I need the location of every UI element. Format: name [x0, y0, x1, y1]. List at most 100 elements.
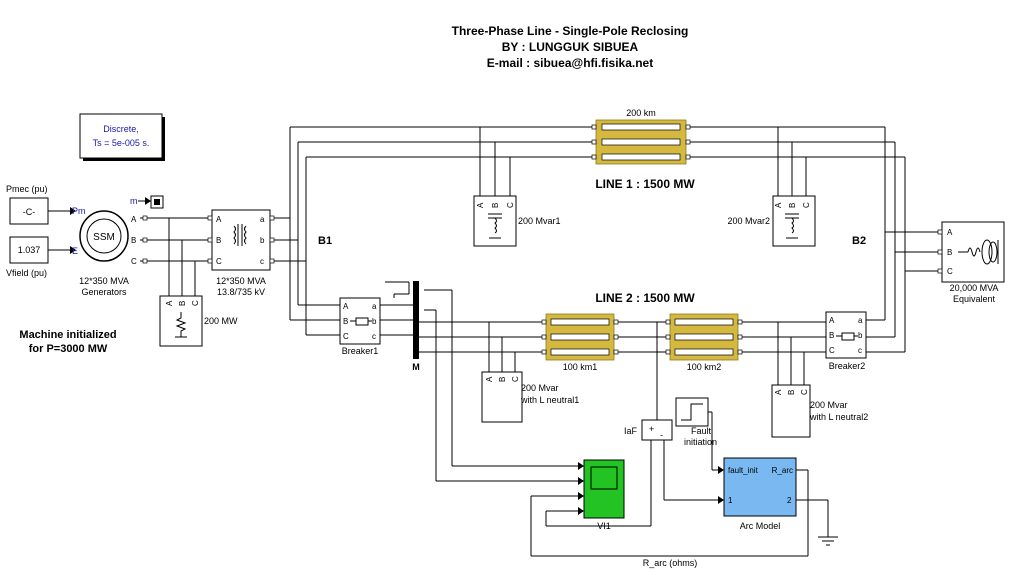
breaker2-port-b: B: [829, 331, 834, 340]
mvar2-port-c: C: [802, 202, 811, 208]
fault-label1: Fault: [691, 426, 712, 436]
shunt-mvar2-block[interactable]: A B C: [772, 195, 816, 247]
title-line3: E-mail : sibuea@hfi.fisika.net: [487, 56, 653, 70]
breaker2-block[interactable]: A B C a b c: [825, 311, 867, 359]
shunt-neutral2-label-b: with L neutral2: [809, 412, 868, 422]
line2-seg1-block[interactable]: [545, 313, 615, 361]
shunt-neutral1-label-b: with L neutral1: [520, 395, 579, 405]
breaker2-port-c: C: [829, 346, 835, 355]
title-line2: BY : LUNGGUK SIBUEA: [502, 40, 639, 54]
shunt-neutral1-block[interactable]: A B C: [481, 371, 523, 423]
equivalent-port-a: A: [947, 228, 953, 237]
powergui-mode: Discrete,: [103, 124, 139, 134]
breaker1-port-b: B: [343, 317, 348, 326]
mvar1-port-c: C: [506, 202, 515, 208]
diagram-title: Three-Phase Line - Single-Pole Reclosing…: [452, 24, 689, 70]
load-port-c: C: [191, 300, 200, 306]
transformer-port-b: B: [216, 236, 221, 245]
title-line1: Three-Phase Line - Single-Pole Reclosing: [452, 24, 689, 38]
breaker1-port-c: C: [343, 332, 349, 341]
vfield-label: Vfield (pu): [6, 268, 47, 278]
load-port-a: A: [165, 300, 174, 306]
transformer-port-a: A: [216, 215, 222, 224]
neutral1-port-a: A: [485, 376, 494, 382]
breaker2-port-lb: b: [858, 331, 863, 340]
bus-b1-label: B1: [318, 235, 332, 247]
mvar2-port-a: A: [774, 202, 783, 208]
vfield-constant-block[interactable]: 1.037: [9, 236, 49, 264]
shunt-neutral2-block[interactable]: A B C: [771, 384, 811, 438]
equivalent-source-block[interactable]: A B C: [941, 221, 1005, 283]
generator-port-e: E: [72, 246, 78, 256]
transformer-block[interactable]: A B C a b c: [211, 209, 271, 271]
neutral1-port-b: B: [498, 377, 507, 382]
shunt-mvar1-label: 200 Mvar1: [518, 216, 561, 226]
line1-title: LINE 1 : 1500 MW: [595, 177, 695, 191]
breaker1-label: Breaker1: [342, 346, 379, 356]
generator-name: SSM: [93, 232, 115, 243]
transformer-label2: 13.8/735 kV: [217, 287, 265, 297]
mvar1-port-b: B: [491, 203, 500, 208]
shunt-mvar1-block[interactable]: A B C: [473, 195, 517, 247]
feedback-label: R_arc (ohms): [643, 558, 698, 568]
fault-label2: initiation: [684, 437, 717, 447]
generator-port-b: B: [131, 236, 136, 245]
pmec-value: -C-: [23, 207, 36, 217]
arc-port2-label: 2: [787, 496, 792, 505]
breaker1-port-a: A: [343, 302, 349, 311]
scope-block[interactable]: [583, 459, 625, 519]
shunt-mvar2-label: 200 Mvar2: [727, 216, 770, 226]
transformer-port-c: C: [216, 257, 222, 266]
equivalent-label1: 20,000 MVA: [950, 283, 999, 293]
breaker2-label: Breaker2: [829, 361, 866, 371]
breaker1-port-lc: c: [372, 332, 376, 341]
machine-terminator[interactable]: [150, 195, 164, 209]
generator-port-m: m: [130, 196, 138, 206]
generator-label2: Generators: [81, 287, 127, 297]
line2-title: LINE 2 : 1500 MW: [595, 291, 695, 305]
generator-port-c: C: [131, 257, 137, 266]
measure-iaf-label: IaF: [624, 426, 638, 436]
generator-port-a: A: [131, 215, 137, 224]
breaker2-port-lc: c: [858, 346, 862, 355]
line1-length: 200 km: [626, 108, 656, 118]
equivalent-label2: Equivalent: [953, 294, 996, 304]
arc-model-name: Arc Model: [740, 521, 781, 531]
transformer-port-la: a: [260, 215, 265, 224]
load-200mw-block[interactable]: A B C: [159, 295, 203, 347]
pmec-constant-block[interactable]: -C-: [9, 197, 49, 225]
mvar2-port-b: B: [788, 203, 797, 208]
powergui-ts: Ts = 5e-005 s.: [93, 138, 150, 148]
pmec-label: Pmec (pu): [6, 184, 48, 194]
equivalent-port-c: C: [947, 267, 953, 276]
breaker2-port-a: A: [829, 316, 835, 325]
breaker1-block[interactable]: A B C a b c: [339, 297, 381, 345]
bus-b2-label: B2: [852, 235, 866, 247]
vfield-value: 1.037: [18, 245, 41, 255]
powergui-block[interactable]: Discrete, Ts = 5e-005 s.: [79, 113, 165, 161]
transformer-port-lc: c: [260, 257, 264, 266]
generator-port-pm: Pm: [72, 206, 86, 216]
ground-symbol: [818, 536, 838, 546]
line2-seg2-block[interactable]: [669, 313, 739, 361]
neutral2-port-a: A: [774, 389, 783, 395]
measurement-bus-m[interactable]: [413, 281, 419, 359]
breaker1-port-la: a: [372, 302, 377, 311]
breaker1-port-lb: b: [372, 317, 377, 326]
shunt-neutral2-label-a: 200 Mvar: [810, 400, 848, 410]
machine-note-line1: Machine initialized: [19, 329, 116, 341]
measure-plus: +: [649, 424, 654, 434]
line1-block[interactable]: [595, 119, 687, 165]
arc-model-block[interactable]: fault_init R_arc 1 2: [723, 457, 797, 517]
fault-current-measurement-block[interactable]: + -: [641, 419, 673, 441]
arc-port1-label: 1: [728, 496, 733, 505]
neutral1-port-c: C: [511, 376, 520, 382]
load-port-b: B: [178, 301, 187, 306]
load-200mw-label: 200 MW: [204, 316, 238, 326]
bus-m-label: M: [412, 362, 420, 372]
fault-initiation-step-block[interactable]: [675, 397, 709, 427]
port-pins: [142, 124, 943, 355]
equivalent-port-b: B: [947, 248, 952, 257]
generator-block[interactable]: SSM Pm E m A B C: [72, 196, 140, 266]
transformer-port-lb: b: [260, 236, 265, 245]
